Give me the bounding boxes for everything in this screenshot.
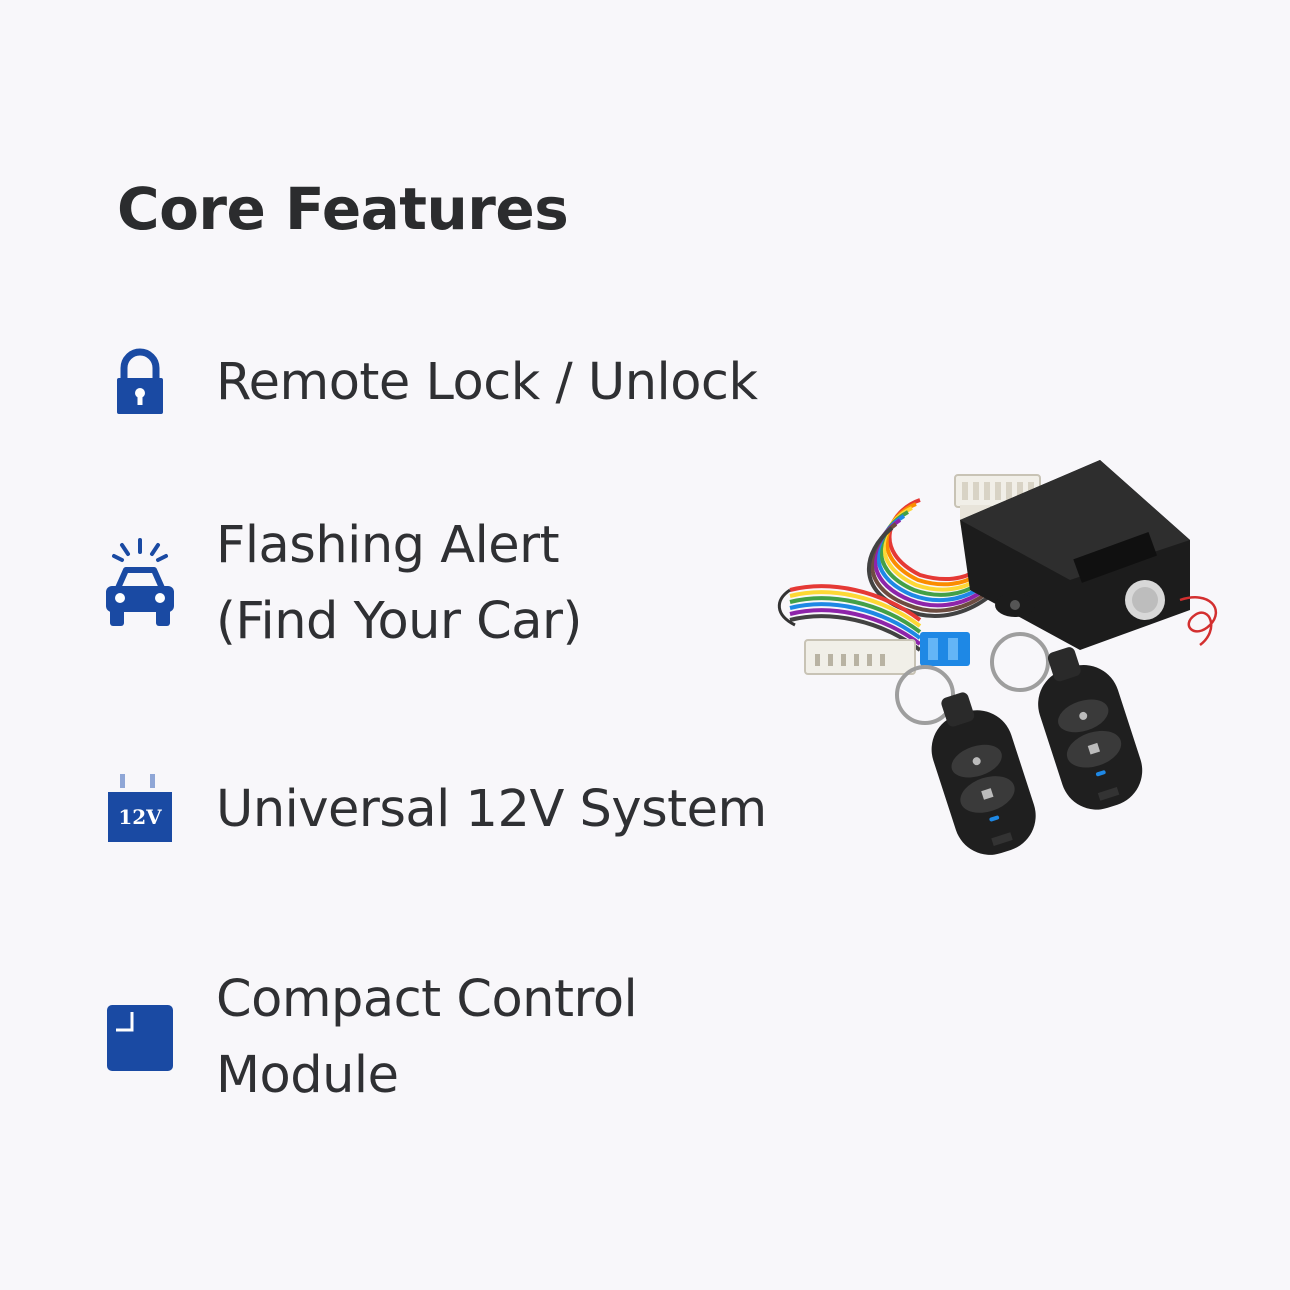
feature-item-flashing-alert: Flashing Alert (Find Your Car) (100, 508, 820, 660)
feature-label-line: Universal 12V System (216, 780, 767, 839)
feature-label-line: Compact Control Module (216, 970, 638, 1105)
car-alert-icon (100, 538, 180, 626)
feature-label: Universal 12V System (216, 772, 767, 848)
feature-item-remote-lock: Remote Lock / Unlock (100, 343, 820, 423)
feature-item-12v-system: 12V Universal 12V System (100, 770, 820, 850)
padlock-icon (100, 343, 180, 423)
feature-label-line: (Find Your Car) (216, 592, 582, 651)
module-box-icon (100, 998, 180, 1078)
feature-label-line: Remote Lock / Unlock (216, 353, 758, 412)
page-title: Core Features (117, 175, 569, 243)
feature-label: Remote Lock / Unlock (216, 345, 758, 421)
feature-label: Compact Control Module (216, 962, 820, 1114)
feature-label: Flashing Alert (Find Your Car) (216, 508, 582, 660)
product-image (770, 440, 1240, 864)
feature-item-control-module: Compact Control Module (100, 962, 820, 1114)
battery-12v-icon: 12V (100, 770, 180, 850)
battery-badge-text: 12V (118, 805, 162, 829)
feature-label-line: Flashing Alert (216, 516, 560, 575)
